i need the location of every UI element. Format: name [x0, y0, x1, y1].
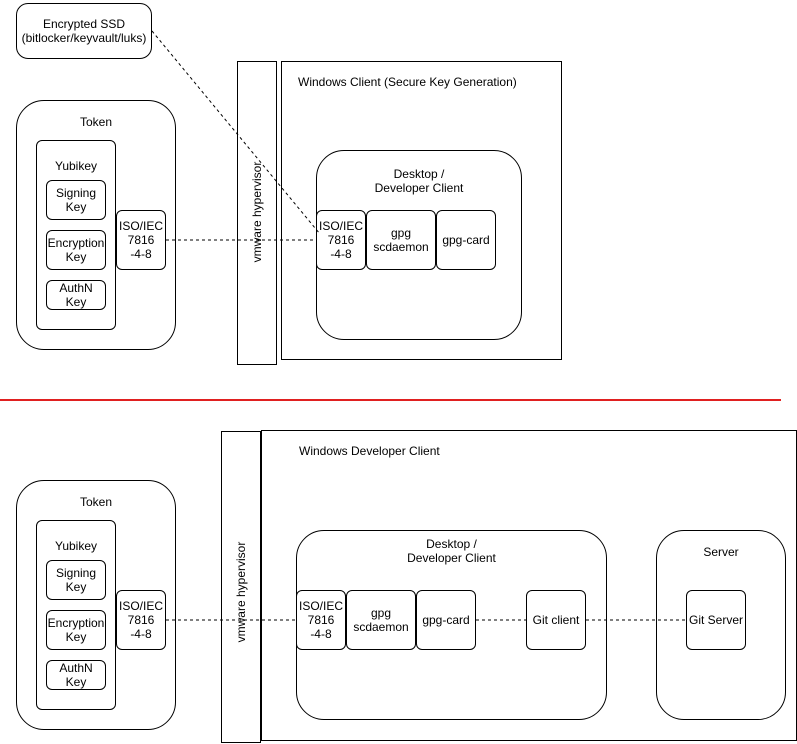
top-hypervisor-label: vmware hypervisor [250, 161, 264, 263]
top-token-iso-label: ISO/IEC 7816 -4-8 [118, 219, 163, 261]
bottom-authn-key-label: AuthN Key [59, 661, 93, 689]
section-divider [0, 399, 781, 401]
top-signing-key: Signing Key [46, 180, 106, 220]
bottom-server-title: Server [703, 545, 739, 559]
top-gpg-scdaemon: gpg scdaemon [366, 210, 436, 270]
bottom-gpg-scdaemon: gpg scdaemon [346, 590, 416, 650]
top-desktop-iso-label: ISO/IEC 7816 -4-8 [318, 219, 363, 261]
top-token-title: Token [79, 115, 113, 129]
bottom-windows-client-title: Windows Developer Client [299, 444, 440, 458]
top-encryption-key-label: Encryption Key [47, 236, 105, 264]
bottom-desktop-client-title: Desktop / Developer Client [407, 537, 496, 565]
top-yubikey-title: Yubikey [54, 159, 98, 173]
top-desktop-iso-interface: ISO/IEC 7816 -4-8 [316, 210, 366, 270]
bottom-signing-key-label: Signing Key [55, 566, 97, 594]
top-gpg-card: gpg-card [436, 210, 496, 270]
bottom-gpg-card-label: gpg-card [422, 613, 470, 627]
encrypted-ssd-box: Encrypted SSD (bitlocker/keyvault/luks) [16, 3, 152, 59]
bottom-authn-key: AuthN Key [46, 660, 106, 690]
top-gpg-card-label: gpg-card [442, 233, 490, 247]
bottom-gpg-scdaemon-label: gpg scdaemon [353, 606, 409, 634]
top-windows-client-title: Windows Client (Secure Key Generation) [298, 75, 517, 89]
top-authn-key-label: AuthN Key [59, 281, 93, 309]
top-gpg-scdaemon-label: gpg scdaemon [373, 226, 429, 254]
bottom-desktop-iso-interface: ISO/IEC 7816 -4-8 [296, 590, 346, 650]
bottom-encryption-key: Encryption Key [46, 610, 106, 650]
encrypted-ssd-label: Encrypted SSD (bitlocker/keyvault/luks) [21, 17, 147, 45]
top-signing-key-label: Signing Key [55, 186, 97, 214]
top-authn-key: AuthN Key [46, 280, 106, 310]
bottom-signing-key: Signing Key [46, 560, 106, 600]
bottom-desktop-iso-label: ISO/IEC 7816 -4-8 [298, 599, 343, 641]
bottom-token-iso-interface: ISO/IEC 7816 -4-8 [116, 590, 166, 650]
bottom-encryption-key-label: Encryption Key [47, 616, 105, 644]
bottom-git-client: Git client [526, 590, 586, 650]
bottom-gpg-card: gpg-card [416, 590, 476, 650]
bottom-token-title: Token [79, 495, 113, 509]
top-token-iso-interface: ISO/IEC 7816 -4-8 [116, 210, 166, 270]
bottom-git-server-label: Git Server [688, 613, 743, 627]
bottom-hypervisor-label: vmware hypervisor [234, 541, 248, 643]
top-encryption-key: Encryption Key [46, 230, 106, 270]
bottom-yubikey-title: Yubikey [54, 539, 98, 553]
bottom-token-iso-label: ISO/IEC 7816 -4-8 [118, 599, 163, 641]
bottom-hypervisor-bar [221, 431, 261, 743]
bottom-git-server: Git Server [686, 590, 746, 650]
bottom-git-client-label: Git client [532, 613, 580, 627]
top-desktop-client-title: Desktop / Developer Client [374, 167, 464, 195]
